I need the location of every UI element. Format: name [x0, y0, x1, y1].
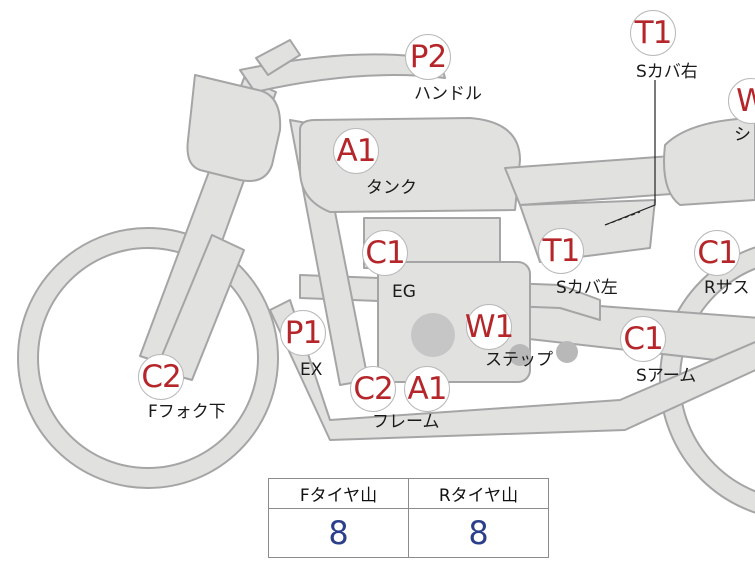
part-code-handlebar: P2	[405, 34, 451, 80]
mirror-stem	[255, 39, 301, 76]
leader-line-dash	[604, 211, 641, 226]
part-label-seat: シ	[734, 125, 751, 145]
engine-block	[377, 261, 531, 383]
part-code-side-cover-left: T1	[538, 228, 584, 274]
part-label-rear-suspension: Rサス	[704, 278, 750, 298]
part-code-exhaust: P1	[280, 310, 326, 356]
part-label-swing-arm: Sアーム	[636, 366, 697, 386]
part-label-exhaust: EX	[300, 360, 323, 380]
part-label-step: ステップ	[485, 350, 553, 370]
step-peg-1	[509, 344, 531, 366]
part-label-tank: タンク	[366, 178, 417, 198]
step-peg-2	[556, 341, 578, 363]
part-code-frame: A1	[404, 366, 450, 412]
value-rear-tire: 8	[408, 508, 549, 558]
header-front-tire: Fタイヤ山	[268, 478, 409, 509]
part-code-swing-arm: C1	[620, 316, 666, 362]
header-rear-tire: Rタイヤ山	[408, 478, 549, 509]
part-label-handlebar: ハンドル	[414, 84, 482, 104]
part-label-front-fork-lower: Fフォク下	[148, 402, 226, 422]
frame-lower	[269, 299, 755, 441]
part-code-tank: A1	[333, 128, 379, 174]
seat	[663, 117, 755, 206]
part-label-side-cover-left: Sカバ左	[556, 278, 618, 298]
part-code-step: W1	[465, 304, 514, 350]
part-label-frame: フレーム	[372, 412, 440, 432]
part-code-frame-lower: C2	[350, 366, 396, 412]
part-code-side-cover-right: T1	[630, 10, 676, 56]
part-label-side-cover-right: Sカバ右	[636, 62, 698, 82]
tire-tread-table: Fタイヤ山 Rタイヤ山 8 8	[268, 478, 549, 558]
value-front-tire: 8	[268, 508, 409, 558]
part-label-engine: EG	[392, 282, 416, 302]
part-code-rear-suspension: C1	[694, 230, 740, 276]
headlight	[186, 74, 282, 182]
engine-hub	[411, 313, 455, 357]
part-code-front-fork-lower: C2	[138, 354, 184, 400]
front-fork-lower	[155, 234, 245, 381]
part-code-engine: C1	[362, 230, 408, 276]
